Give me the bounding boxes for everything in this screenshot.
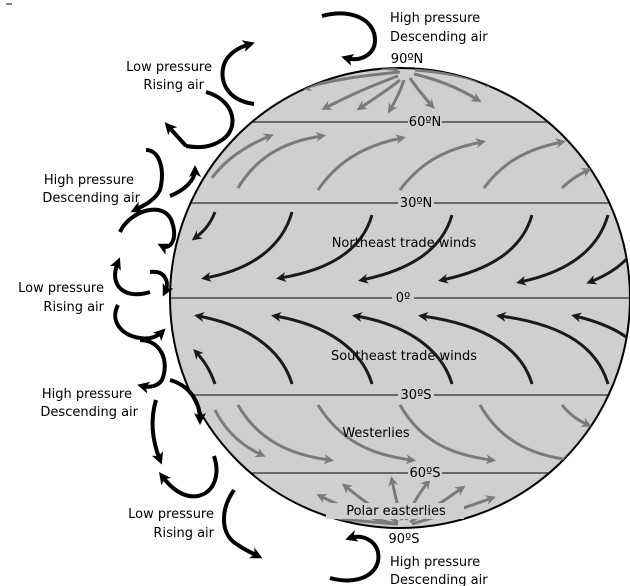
latitude-labels: 90ºN 60ºN 30ºN 0º 30ºS 60ºS 90ºS (389, 52, 442, 547)
high-n-descending-arrow-1 (130, 148, 164, 213)
lat-label-30s: 30ºS (401, 388, 432, 403)
westerlies-label: Westerlies (342, 426, 410, 441)
lat-label-60s: 60ºS (410, 466, 441, 481)
polar-easterlies-north-arrows (301, 68, 496, 114)
lat-label-90n: 90ºN (391, 52, 423, 67)
pressure-labels: High pressure Descending air Low pressur… (18, 11, 488, 586)
se-trade-wind-arrows (193, 311, 630, 385)
circulation-cell-arrows (109, 11, 381, 583)
lat-label-60n: 60ºN (409, 115, 441, 130)
low-eq-rising-air-label: Rising air (43, 300, 104, 315)
ne-trades-label: Northeast trade winds (332, 236, 477, 251)
bottom-descending-air-label: Descending air (390, 573, 488, 586)
low-s-rising-arrow-1 (158, 455, 219, 499)
high-s-descending-arrow-3 (150, 399, 163, 465)
high-n-descending-air-label: Descending air (42, 191, 140, 206)
high-s-descending-arrow-1 (137, 338, 167, 394)
low-s-pressure-label: Low pressure (128, 507, 214, 522)
top-descending-arrow (321, 11, 378, 66)
low-eq-rising-arrow-3 (113, 304, 166, 342)
low-n-rising-arrow-1 (220, 40, 255, 106)
top-high-pressure-label: High pressure (390, 11, 480, 26)
lat-label-equator: 0º (396, 291, 410, 306)
polar-easterlies-label: Polar easterlies (346, 504, 446, 519)
low-eq-rising-arrow-1 (109, 257, 151, 297)
se-trades-label: Southeast trade winds (331, 349, 477, 364)
high-s-pressure-label: High pressure (42, 387, 132, 402)
low-eq-rising-arrow-2 (149, 269, 174, 297)
ne-trade-wind-arrows (191, 211, 630, 286)
lat-label-30n: 30ºN (400, 196, 432, 211)
bottom-high-pressure-label: High pressure (390, 555, 480, 570)
low-s-rising-air-label: Rising air (153, 526, 214, 541)
low-n-rising-arrow-2 (168, 90, 235, 150)
lat-label-90s: 90ºS (389, 532, 420, 547)
westerlies-south-arrows (213, 404, 592, 465)
westerlies-north-arrows (210, 131, 592, 191)
top-descending-air-label: Descending air (390, 30, 488, 45)
low-eq-pressure-label: Low pressure (18, 281, 104, 296)
high-n-pressure-label: High pressure (44, 173, 134, 188)
low-s-rising-arrow-2 (221, 488, 263, 559)
high-n-descending-arrow-3 (118, 207, 177, 255)
high-s-descending-air-label: Descending air (40, 405, 138, 420)
low-n-rising-air-label: Rising air (143, 78, 204, 93)
low-n-pressure-label: Low pressure (126, 60, 212, 75)
high-s-descending-arrow-2 (169, 378, 206, 425)
bottom-descending-arrow (329, 530, 381, 583)
high-n-descending-arrow-2 (169, 165, 201, 198)
